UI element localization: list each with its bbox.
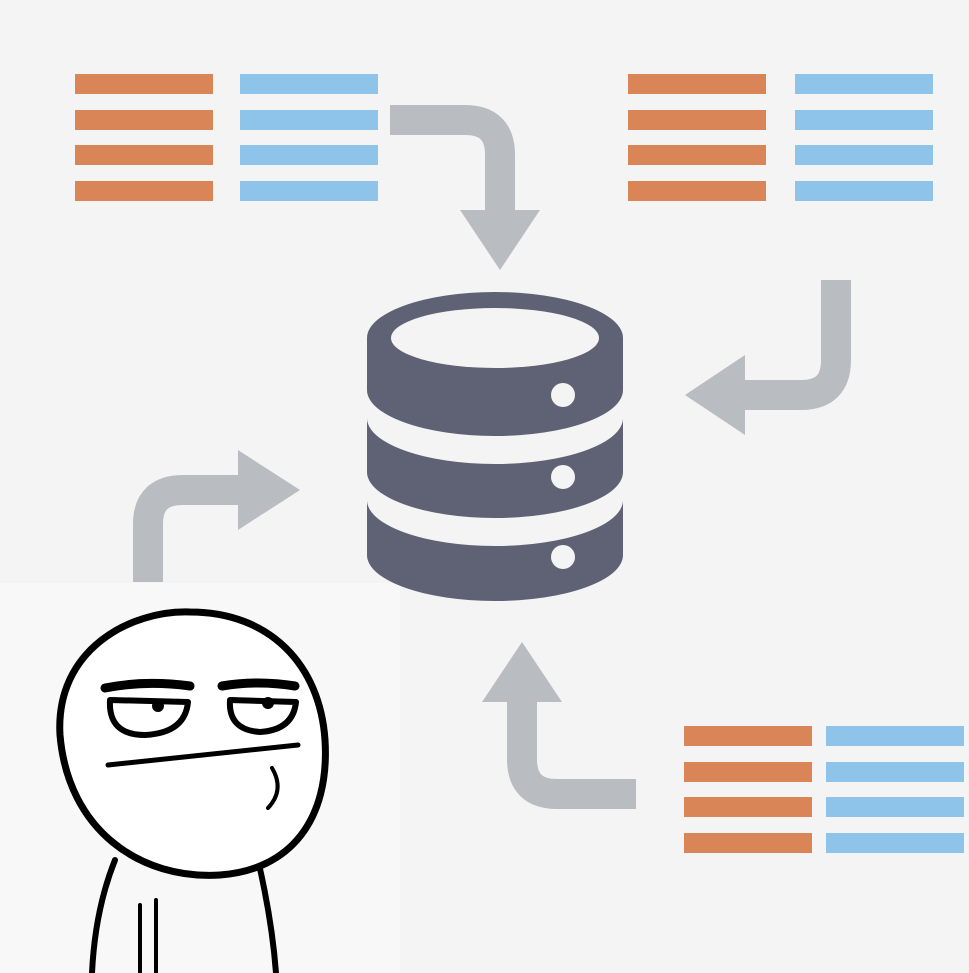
striped-table-icon	[75, 74, 378, 201]
curved-arrow-icon	[133, 450, 300, 582]
curved-arrow-icon	[482, 642, 636, 809]
curved-arrow-icon	[685, 280, 851, 435]
table-bottom-right	[684, 726, 964, 853]
table-top-right	[628, 74, 933, 201]
striped-table-icon	[628, 74, 933, 201]
striped-table-icon	[684, 726, 964, 853]
skeptical-face-icon	[56, 608, 329, 973]
database-cylinder-icon	[367, 292, 623, 601]
table-top-left	[75, 74, 378, 201]
curved-arrow-icon	[390, 105, 540, 270]
